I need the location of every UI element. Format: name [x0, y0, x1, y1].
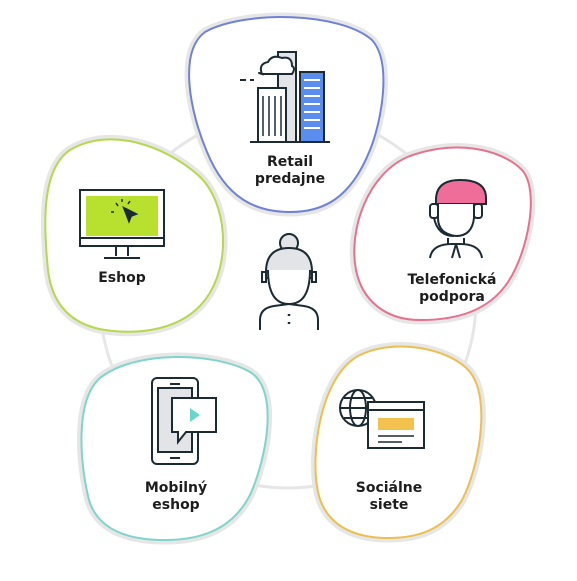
label-social: Sociálne siete — [356, 480, 423, 514]
label-eshop-line1: Eshop — [98, 270, 146, 286]
label-social-line1: Sociálne — [355, 480, 423, 496]
globe-browser-icon — [339, 389, 425, 449]
label-mobile-line1: Mobilný — [144, 480, 208, 496]
monitor-cursor-icon — [79, 189, 165, 259]
buildings-icon — [240, 51, 330, 143]
label-social-line2: siete — [369, 497, 409, 513]
label-retail-line1: Retail — [266, 154, 313, 170]
label-mobile-line2: eshop — [152, 497, 200, 513]
node-eshop — [40, 134, 228, 337]
label-phone: Telefonická podpora — [407, 272, 496, 306]
smartphone-video-icon — [151, 377, 217, 465]
label-retail-line2: predajne — [254, 171, 326, 187]
label-phone-line2: podpora — [419, 289, 485, 305]
label-retail: Retail predajne — [255, 154, 325, 188]
label-eshop: Eshop — [98, 270, 146, 287]
node-social — [310, 342, 486, 543]
customer-avatar-icon — [259, 233, 319, 330]
headset-agent-icon — [429, 178, 487, 259]
label-phone-line1: Telefonická — [407, 272, 497, 288]
node-phone — [349, 143, 536, 325]
node-mobile — [77, 352, 273, 545]
node-retail — [184, 12, 388, 217]
label-mobile: Mobilný eshop — [145, 480, 207, 514]
